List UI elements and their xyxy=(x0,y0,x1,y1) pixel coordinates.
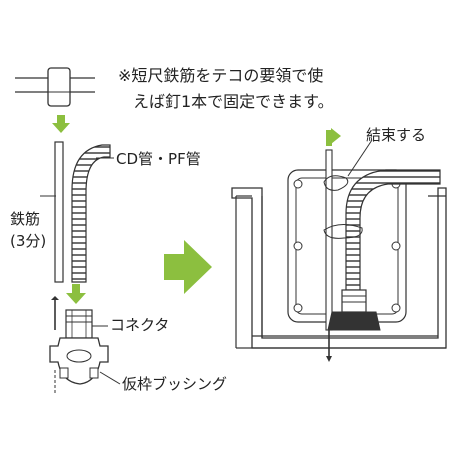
rebar xyxy=(54,141,64,283)
concrete-box xyxy=(231,187,447,349)
binding-leader xyxy=(347,139,373,177)
cd-pf-pipe-label: CD管・PF管 xyxy=(116,150,201,168)
connector-installed xyxy=(327,289,381,331)
connector-label: コネクタ xyxy=(110,316,169,334)
bushing-leader xyxy=(99,371,121,385)
connector xyxy=(65,309,93,339)
bushing-label: 仮枠ブッシング xyxy=(122,375,227,393)
green-right-arrow xyxy=(164,240,212,294)
temporary-bushing xyxy=(49,337,109,385)
cd-pf-pipe-installed xyxy=(345,169,441,291)
green-down-arrow-lower xyxy=(66,284,86,304)
rebar-size-label: (3分) xyxy=(10,232,46,250)
nail-left xyxy=(51,296,59,394)
note-line-1: ※短尺鉄筋をテコの要領で使 xyxy=(118,66,323,85)
pipe-with-clip xyxy=(15,67,95,107)
binding-wire xyxy=(323,175,363,239)
green-down-arrow-small xyxy=(52,115,70,133)
cd-pf-pipe xyxy=(71,144,111,283)
binding-label: 結束する xyxy=(366,126,426,144)
rebar-label: 鉄筋 xyxy=(10,210,40,228)
green-small-arrow-right xyxy=(326,128,341,146)
note-line-2: えば釘1本で固定できます。 xyxy=(133,92,334,111)
